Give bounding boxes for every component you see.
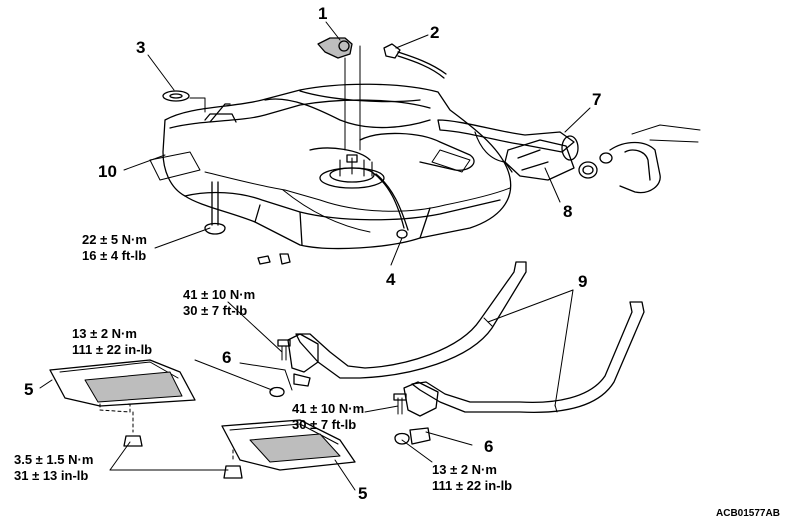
part-3-grommet bbox=[162, 90, 206, 113]
torque-strap-bolt-lower: 41 ± 10 N·m 30 ± 7 ft-lb bbox=[292, 401, 364, 433]
part-2-vent-line bbox=[359, 43, 447, 151]
torque-tank-nut-imperial: 16 ± 4 ft-lb bbox=[82, 248, 147, 263]
figure-code: ACB01577AB bbox=[716, 508, 780, 519]
torque-strap-bolt-lower-metric: 41 ± 10 N·m bbox=[292, 401, 365, 416]
callout-9: 9 bbox=[578, 272, 588, 291]
torque-bracket-bolt-right-metric: 13 ± 2 N·m bbox=[432, 462, 497, 477]
torque-heat-shield-nut: 3.5 ± 1.5 N·m 31 ± 13 in-lb bbox=[14, 452, 93, 484]
callout-5-right: 5 bbox=[358, 484, 368, 503]
callout-6-right: 6 bbox=[484, 437, 494, 456]
callout-1: 1 bbox=[318, 4, 328, 23]
callout-10: 10 bbox=[98, 162, 117, 181]
callout-5-left: 5 bbox=[24, 380, 34, 399]
part-1-pump-seal bbox=[317, 37, 353, 151]
torque-bracket-bolt-left-metric: 13 ± 2 N·m bbox=[72, 326, 137, 341]
torque-strap-bolt-upper-metric: 41 ± 10 N·m bbox=[183, 287, 256, 302]
torque-heat-shield-nut-imperial: 31 ± 13 in-lb bbox=[14, 468, 89, 483]
torque-strap-bolt-upper: 41 ± 10 N·m 30 ± 7 ft-lb bbox=[183, 287, 255, 319]
part-8-filler-neck bbox=[504, 124, 701, 194]
torque-bracket-bolt-left: 13 ± 2 N·m 111 ± 22 in-lb bbox=[72, 326, 152, 358]
torque-strap-bolt-lower-imperial: 30 ± 7 ft-lb bbox=[292, 417, 357, 432]
torque-heat-shield-nut-metric: 3.5 ± 1.5 N·m bbox=[14, 452, 94, 467]
torque-tank-nut-metric: 22 ± 5 N·m bbox=[82, 232, 147, 247]
leader-lines bbox=[39, 21, 591, 491]
heat-shields bbox=[49, 359, 356, 479]
torque-tank-nut: 22 ± 5 N·m 16 ± 4 ft-lb bbox=[82, 232, 147, 264]
callout-3: 3 bbox=[136, 38, 146, 57]
fuel-tank bbox=[149, 83, 512, 250]
callout-2: 2 bbox=[430, 23, 440, 42]
callout-4: 4 bbox=[386, 270, 396, 289]
torque-strap-bolt-upper-imperial: 30 ± 7 ft-lb bbox=[183, 303, 248, 318]
callout-8: 8 bbox=[563, 202, 573, 221]
tank-straps bbox=[295, 261, 645, 413]
torque-bracket-bolt-right: 13 ± 2 N·m 111 ± 22 in-lb bbox=[432, 462, 512, 494]
callout-7: 7 bbox=[592, 90, 602, 109]
torque-bracket-bolt-left-imperial: 111 ± 22 in-lb bbox=[72, 342, 153, 357]
torque-bracket-bolt-right-imperial: 111 ± 22 in-lb bbox=[432, 478, 513, 493]
callout-6-left: 6 bbox=[222, 348, 232, 367]
